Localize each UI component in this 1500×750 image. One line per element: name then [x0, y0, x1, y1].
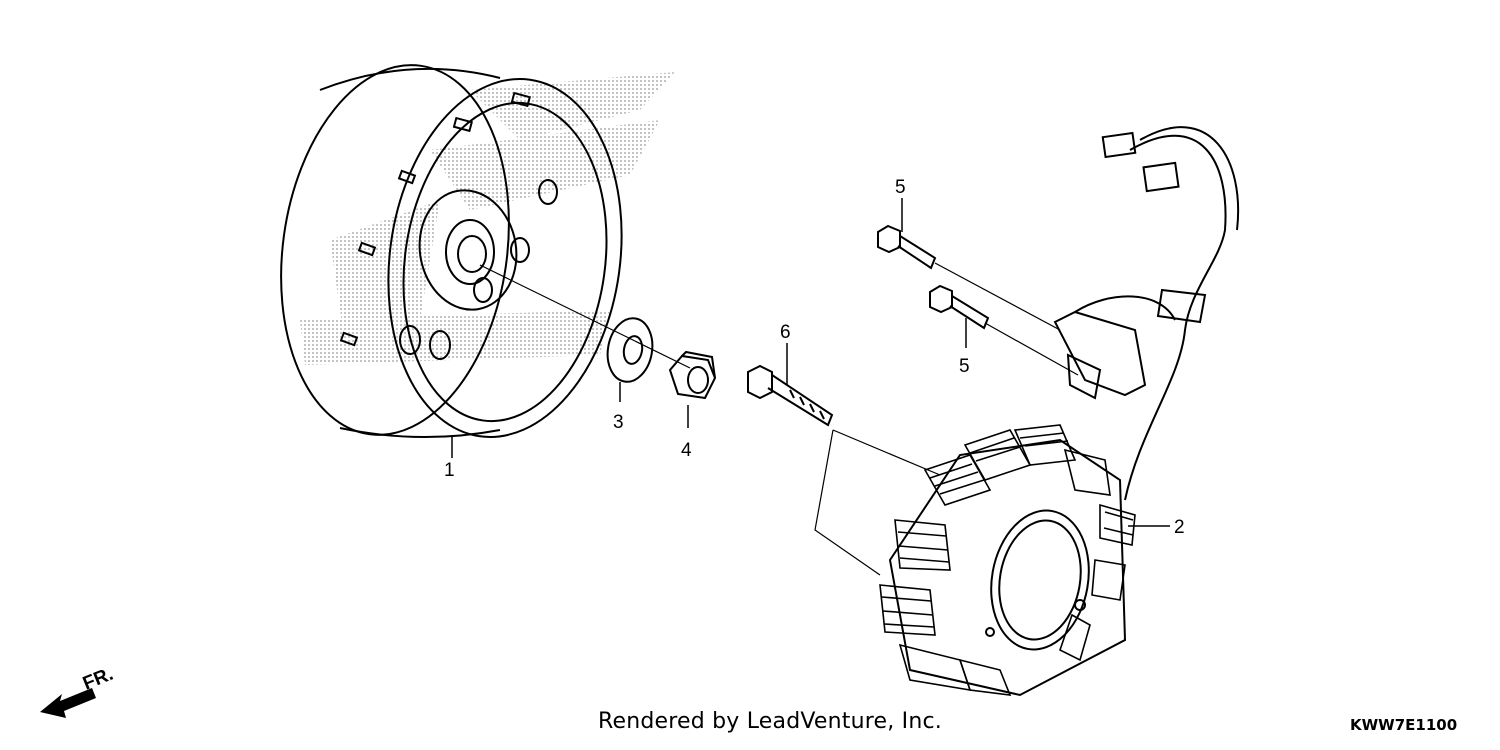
bolt-mount-leader — [832, 429, 941, 476]
assembly-axis-line — [479, 264, 691, 369]
brand-watermark — [300, 72, 675, 365]
short-bolt-part-upper[interactable] — [877, 224, 937, 270]
callout-number-4: 4 — [681, 440, 692, 461]
short-bolt-part-lower[interactable] — [929, 284, 990, 330]
callout-number-6: 6 — [780, 322, 791, 343]
long-bolt-part[interactable] — [747, 364, 834, 427]
front-arrow-icon: FR. — [40, 664, 116, 718]
flywheel-part[interactable] — [258, 50, 644, 452]
bolt-5-axis-line — [934, 262, 1061, 331]
callout-number-3: 3 — [613, 412, 624, 433]
callout-number-2: 2 — [1174, 517, 1185, 538]
washer-part[interactable] — [603, 315, 657, 386]
stator-part[interactable] — [879, 126, 1240, 697]
callout-number-5a: 5 — [895, 177, 906, 198]
render-credit: Rendered by LeadVenture, Inc. — [598, 709, 942, 734]
front-arrow-label: FR. — [80, 664, 116, 695]
bolt-mount-bracket — [814, 429, 881, 576]
callout-number-5b: 5 — [959, 356, 970, 377]
nut-part[interactable] — [668, 350, 717, 400]
callout-number-1: 1 — [444, 460, 455, 481]
bolt-5-lower-axis-line — [984, 322, 1079, 376]
diagram-code: KWW7E1100 — [1350, 716, 1458, 734]
